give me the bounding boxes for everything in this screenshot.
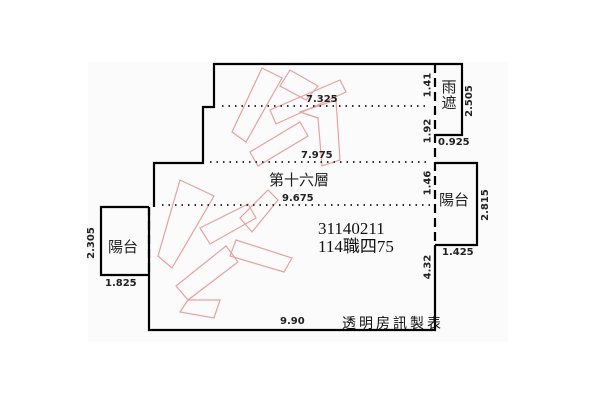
dim-balcony-right-depth: 1.425 — [442, 247, 474, 258]
room-balcony-left: 陽台 — [108, 238, 139, 256]
dim-lower-width: 9.675 — [282, 193, 314, 204]
reference-block: 31140211 114職四75 — [318, 220, 394, 256]
dim-right-seg-4: 4.32 — [422, 254, 434, 280]
dim-balcony-left-height: 2.305 — [85, 227, 97, 259]
floor-label: 第十六層 — [269, 171, 330, 189]
dim-balcony-left-depth: 1.825 — [105, 278, 137, 289]
dim-rain-shelter-depth: 0.925 — [438, 137, 470, 148]
dim-rain-shelter-height: 2.505 — [463, 85, 475, 117]
dimension-lines — [162, 105, 430, 206]
dim-middle-width: 7.975 — [301, 150, 333, 161]
footer-credit: 透明房訊製表 — [342, 316, 444, 332]
reference-line-1: 31140211 — [318, 219, 385, 238]
dim-bottom-width: 9.90 — [280, 316, 305, 327]
dim-balcony-right-height: 2.815 — [479, 189, 491, 221]
background-panel — [88, 62, 508, 342]
dashed-walls — [147, 64, 437, 275]
reference-line-2: 114職四75 — [318, 236, 394, 256]
room-balcony-right: 陽台 — [439, 191, 470, 209]
watermark-icon — [157, 67, 347, 319]
dim-right-seg-1: 1.41 — [422, 72, 434, 98]
room-rain-shelter: 雨遮 — [441, 78, 457, 112]
dim-right-seg-2: 1.92 — [422, 118, 434, 144]
dim-top-width: 7.325 — [306, 94, 338, 105]
dim-right-seg-3: 1.46 — [422, 170, 434, 196]
